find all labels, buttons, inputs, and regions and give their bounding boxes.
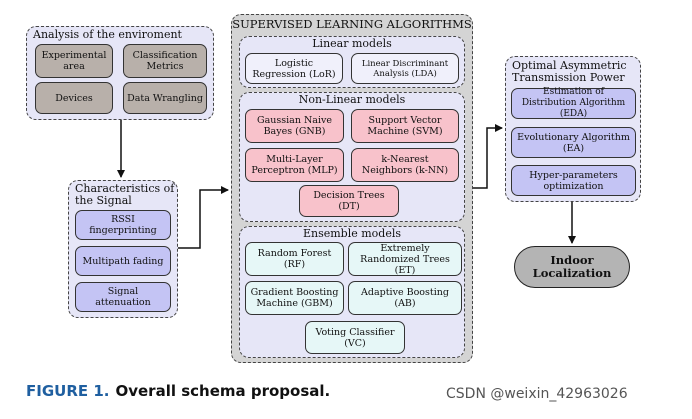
optimal-title: Optimal Asymmetric Transmission Power [512, 59, 627, 84]
random-forest-box: Random Forest (RF) [245, 242, 344, 276]
signal-group: Characteristics of the Signal RSSI finge… [68, 180, 178, 318]
knn-box: k-Nearest Neighbors (k-NN) [351, 148, 459, 182]
nonlinear-group: Non-Linear models Gaussian Naive Bayes (… [239, 92, 465, 222]
adaptive-boosting-box: Adaptive Boosting (AB) [348, 281, 462, 315]
gnb-box: Gaussian Naive Bayes (GNB) [245, 109, 344, 143]
linear-title: Linear models [312, 37, 392, 50]
gbm-box: Gradient Boosting Machine (GBM) [245, 281, 344, 315]
mlp-box: Multi-Layer Perceptron (MLP) [245, 148, 344, 182]
hyperparameters-box: Hyper-parameters optimization [511, 165, 636, 196]
experimental-area-box: Experimental area [35, 44, 113, 78]
optimal-group: Optimal Asymmetric Transmission Power Es… [505, 56, 641, 202]
voting-classifier-box: Voting Classifier (VC) [305, 321, 405, 354]
supervised-group: SUPERVISED LEARNING ALGORITHMS Linear mo… [231, 14, 473, 363]
eda-box: Estimation of Distribution Algorithm (ED… [511, 87, 636, 119]
environment-group: Analysis of the enviroment Experimental … [26, 26, 214, 120]
logistic-regression-box: Logistic Regression (LoR) [245, 53, 343, 84]
nonlinear-title: Non-Linear models [298, 93, 406, 106]
signal-attenuation-box: Signal attenuation [75, 282, 171, 312]
supervised-title: SUPERVISED LEARNING ALGORITHMS [232, 17, 472, 31]
decision-trees-box: Decision Trees (DT) [299, 185, 399, 217]
multipath-fading-box: Multipath fading [75, 246, 171, 276]
extremely-randomized-trees-box: Extremely Randomized Trees (ET) [348, 242, 462, 276]
arrow-supervised-to-optimal [473, 124, 503, 189]
ensemble-title: Ensemble models [302, 227, 402, 240]
lda-box: Linear Discriminant Analysis (LDA) [351, 53, 459, 84]
indoor-localization-box: Indoor Localization [514, 246, 630, 288]
rssi-fingerprinting-box: RSSI fingerprinting [75, 210, 171, 240]
watermark: CSDN @weixin_42963026 [446, 386, 628, 402]
figure-caption-text: Overall schema proposal. [115, 382, 331, 400]
figure-number: FIGURE 1. [26, 382, 110, 400]
classification-metrics-box: Classification Metrics [123, 44, 207, 78]
data-wrangling-box: Data Wrangling [123, 82, 207, 114]
environment-title: Analysis of the enviroment [33, 28, 182, 41]
ensemble-group: Ensemble models Random Forest (RF) Extre… [239, 226, 465, 358]
arrow-signal-to-supervised [178, 186, 229, 249]
linear-group: Linear models Logistic Regression (LoR) … [239, 36, 465, 88]
figure-caption: FIGURE 1. Overall schema proposal. [26, 382, 330, 400]
devices-box: Devices [35, 82, 113, 114]
svm-box: Support Vector Machine (SVM) [351, 109, 459, 143]
signal-title: Characteristics of the Signal [75, 182, 175, 207]
ea-box: Evolutionary Algorithm (EA) [511, 127, 636, 158]
